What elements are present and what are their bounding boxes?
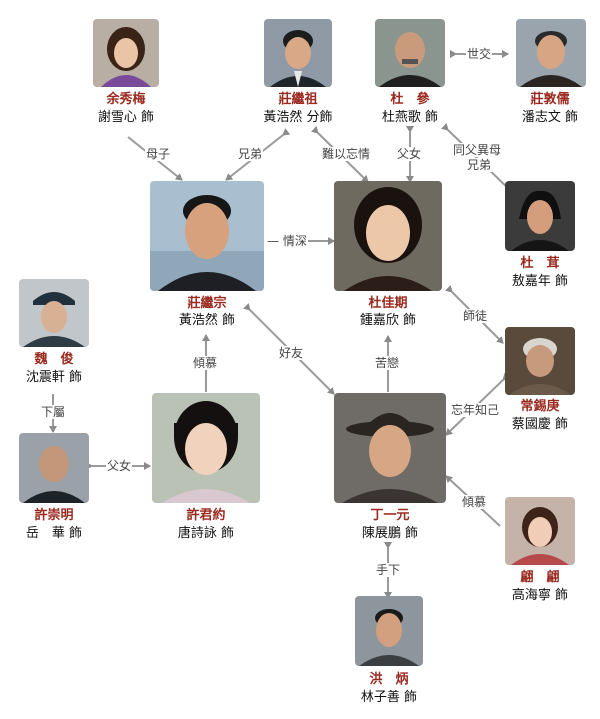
name-xjy: 許君約 [186, 508, 226, 523]
portrait-xcm [19, 433, 89, 503]
name-zjzong: 莊繼宗 [187, 296, 227, 311]
actor-pp: 高海寧 飾 [511, 588, 569, 603]
actor-zdr: 潘志文 飾 [521, 110, 579, 125]
label-tongfu1: 同父異母 [452, 143, 503, 157]
name-zjz: 莊繼祖 [278, 92, 318, 107]
portrait-zdr [516, 19, 586, 87]
actor-du: 杜燕歌 飾 [381, 110, 439, 125]
label-shijiao: 世交 [466, 47, 493, 61]
portrait-pp [505, 497, 575, 565]
label-qingmu2: 傾慕 [461, 495, 488, 509]
label-funu2: 父女 [106, 459, 133, 473]
name-zdr: 莊敦儒 [530, 92, 570, 107]
actor-djq: 鍾嘉欣 飾 [359, 313, 417, 328]
actor-zjzong: 黃浩然 飾 [178, 313, 236, 328]
label-xiashu: 下屬 [40, 405, 67, 419]
name-wei: 魏 俊 [34, 352, 74, 367]
label-shouxia: 手下 [375, 563, 402, 577]
portrait-wei [19, 279, 89, 347]
actor-xcm: 岳 華 飾 [25, 526, 83, 541]
portrait-dyy [334, 393, 446, 503]
label-qingshen: — 情深 [266, 234, 308, 248]
portrait-yu [93, 19, 159, 87]
portrait-du [375, 19, 445, 87]
label-qingmu: 傾慕 [192, 356, 219, 370]
name-dyy: 丁一元 [370, 508, 410, 523]
portrait-csg [505, 327, 575, 395]
actor-dr: 敖嘉年 飾 [511, 274, 569, 289]
label-haoyou: 好友 [278, 346, 305, 360]
name-pp: 翩 翩 [520, 570, 560, 585]
label-shitu: 師徒 [462, 309, 489, 323]
portrait-zjz [264, 19, 332, 87]
actor-csg: 蔡國慶 飾 [511, 417, 569, 432]
actor-xjy: 唐詩詠 飾 [177, 526, 235, 541]
portrait-djq [334, 181, 442, 291]
actor-dyy: 陳展鵬 飾 [361, 526, 419, 541]
label-tongfu2: 兄弟 [466, 158, 493, 172]
actor-hb: 林子善 飾 [360, 690, 418, 705]
name-dr: 杜 茸 [520, 256, 560, 271]
name-csg: 常錫庚 [520, 399, 560, 414]
portrait-xjy [152, 393, 260, 503]
name-djq: 杜佳期 [368, 296, 408, 311]
label-funu: 父女 [396, 147, 423, 161]
label-kulian: 苦戀 [374, 356, 401, 370]
actor-yu: 謝雪心 飾 [97, 110, 155, 125]
portrait-zjzong [150, 181, 264, 291]
portrait-hb [355, 596, 423, 666]
name-hb: 洪 炳 [369, 672, 409, 687]
name-xcm: 許崇明 [34, 508, 74, 523]
name-yu: 余秀梅 [106, 92, 146, 107]
name-du: 杜 參 [390, 92, 430, 107]
actor-zjz: 黃浩然 分飾 [263, 110, 333, 125]
actor-wei: 沈震軒 飾 [25, 370, 83, 385]
label-xiongdi: 兄弟 [237, 147, 264, 161]
label-wangnian: 忘年知己 [450, 403, 501, 417]
portrait-dr [505, 181, 575, 251]
label-nanyiwangqing: 難以忘情 [321, 147, 372, 161]
label-muzi: 母子 [145, 147, 172, 161]
